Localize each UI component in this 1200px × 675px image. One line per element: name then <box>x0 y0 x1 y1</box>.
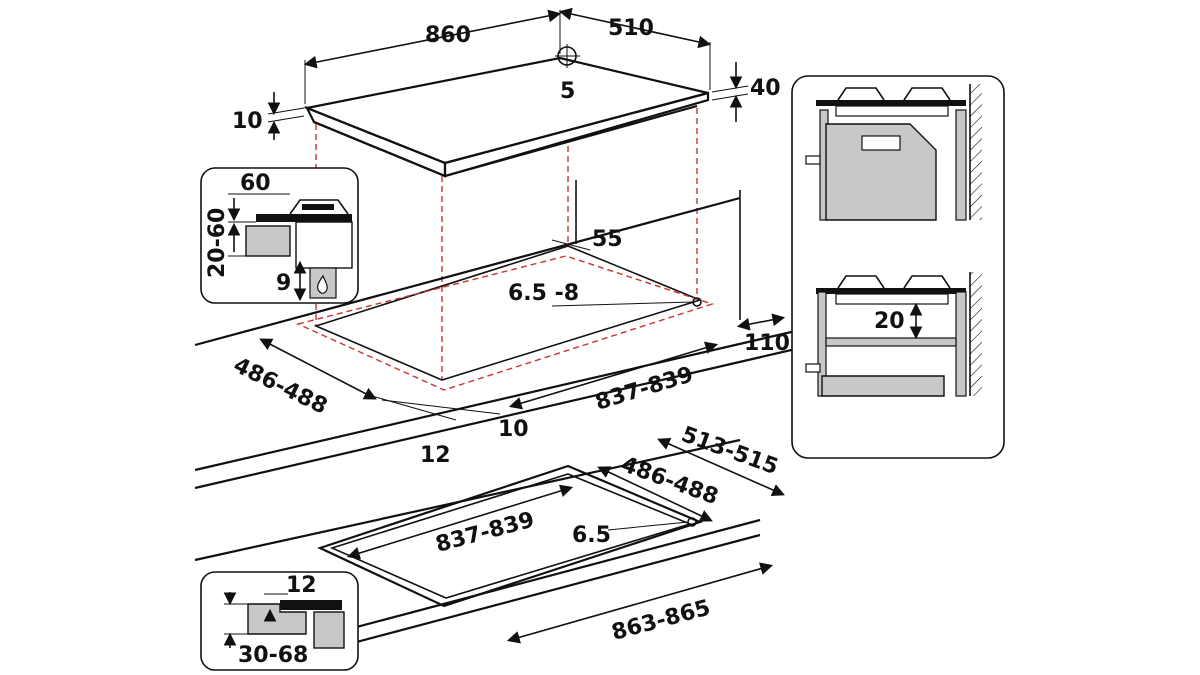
projection-lines <box>315 108 698 380</box>
detail-flush-box: 12 30-68 <box>200 571 359 671</box>
flush-outer-width-label: 863-865 <box>609 596 713 646</box>
detail-burner-range-label: 20-60 <box>205 208 230 278</box>
hob-width-label: 860 <box>425 23 471 48</box>
detail-burner-top-label: 60 <box>240 171 271 196</box>
detail-flush-range-label: 30-68 <box>238 643 308 668</box>
hob-depth-label: 510 <box>608 16 654 41</box>
detail-burner-gap-label: 9 <box>276 271 291 296</box>
flush-corner-label: 6.5 <box>572 523 611 548</box>
cutout-rear-gap-label: 55 <box>592 227 623 252</box>
cutout-front-edge-label: 12 <box>420 443 451 468</box>
cutout-side-offset-label: 10 <box>498 417 529 442</box>
cutout-depth-label: 486-488 <box>229 353 331 420</box>
detail-flush-top-label: 12 <box>286 573 317 598</box>
hob-edge-label: 10 <box>232 109 263 134</box>
hob-height-label: 40 <box>750 76 781 101</box>
cutout-rear-clearance-label: 110 <box>744 331 790 356</box>
cutout-corner-label: 6.5 -8 <box>508 281 579 306</box>
cutout-width-label: 837-839 <box>592 362 696 415</box>
flame-icon <box>317 274 328 294</box>
hob-corner-gap-label: 5 <box>560 79 575 104</box>
detail-burner-box: 60 20-60 9 <box>200 167 359 304</box>
detail-oven-box: 20 <box>791 75 1005 459</box>
hob-top-view: 860 510 5 40 10 <box>232 7 781 178</box>
detail-oven-gap-label: 20 <box>874 309 905 334</box>
